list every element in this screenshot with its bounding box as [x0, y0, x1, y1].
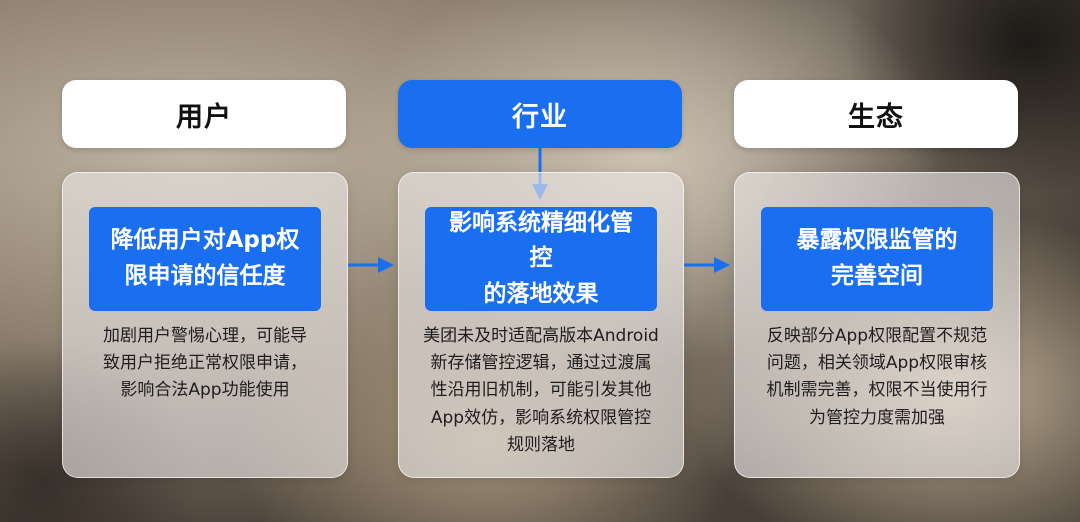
desc-industry-line-2: 新存储管控逻辑，通过过渡属: [430, 353, 652, 374]
highlight-box-ecosystem: 暴露权限监管的 完善空间: [761, 207, 993, 311]
card-ecosystem: 暴露权限监管的 完善空间 反映部分App权限配置不规范 问题，相关领域App权限…: [734, 172, 1020, 478]
desc-industry-line-3: 性沿用旧机制，可能引发其他: [430, 380, 652, 401]
desc-industry-line-1: 美团未及时适配高版本Android: [423, 326, 659, 346]
desc-ecosystem-line-3: 机制需完善，权限不当使用行: [766, 380, 988, 401]
highlight-box-users: 降低用户对App权 限申请的信任度: [89, 207, 321, 311]
desc-industry-line-4: App效仿，影响系统权限管控: [430, 407, 652, 428]
highlight-industry-line-2: 的落地效果: [483, 280, 599, 307]
right-arrow-icon-1: [348, 257, 394, 273]
header-users-label: 用户: [176, 101, 232, 133]
desc-industry-line-5: 规则落地: [507, 434, 575, 455]
highlight-industry-line-1: 影响系统精细化管控: [449, 209, 633, 272]
card-industry: 影响系统精细化管控 的落地效果 美团未及时适配高版本Android 新存储管控逻…: [398, 172, 684, 478]
highlight-ecosystem-line-1: 暴露权限监管的: [796, 227, 958, 254]
desc-ecosystem-line-2: 问题，相关领域App权限审核: [766, 353, 988, 374]
header-industry: 行业: [398, 80, 682, 148]
highlight-users-line-1: 降低用户对App权: [110, 227, 300, 254]
right-arrow-icon-2: [684, 257, 730, 273]
header-industry-label: 行业: [512, 101, 568, 133]
header-users: 用户: [62, 80, 346, 148]
desc-users-line-2: 致用户拒绝正常权限申请，: [103, 353, 307, 374]
highlight-ecosystem-line-2: 完善空间: [831, 263, 923, 289]
highlight-box-industry: 影响系统精细化管控 的落地效果: [425, 207, 657, 311]
desc-ecosystem-line-1: 反映部分App权限配置不规范: [766, 326, 988, 346]
description-industry: 美团未及时适配高版本Android 新存储管控逻辑，通过过渡属 性沿用旧机制，可…: [417, 323, 665, 459]
description-users: 加剧用户警惕心理，可能导 致用户拒绝正常权限申请， 影响合法App功能使用: [81, 323, 329, 405]
desc-users-line-3: 影响合法App功能使用: [120, 380, 290, 401]
highlight-users-line-2: 限申请的信任度: [124, 263, 286, 289]
desc-ecosystem-line-4: 为管控力度需加强: [809, 407, 945, 428]
card-users: 降低用户对App权 限申请的信任度 加剧用户警惕心理，可能导 致用户拒绝正常权限…: [62, 172, 348, 478]
description-ecosystem: 反映部分App权限配置不规范 问题，相关领域App权限审核 机制需完善，权限不当…: [753, 323, 1001, 432]
header-ecosystem-label: 生态: [848, 101, 904, 133]
desc-users-line-1: 加剧用户警惕心理，可能导: [103, 326, 307, 346]
header-ecosystem: 生态: [734, 80, 1018, 148]
